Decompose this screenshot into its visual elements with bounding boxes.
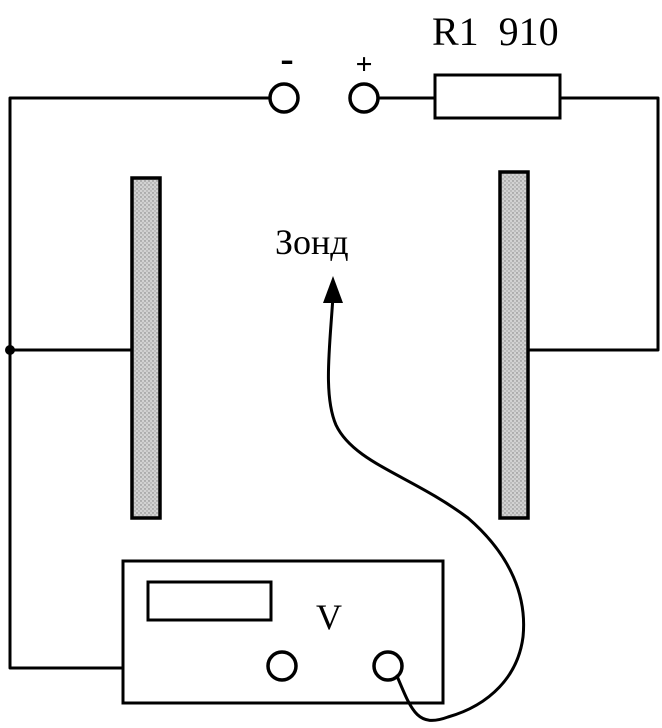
voltmeter-label: V: [316, 597, 342, 637]
minus-label: -: [280, 36, 293, 81]
probe-label: Зонд: [275, 222, 349, 262]
left-plate: [130, 176, 162, 520]
voltmeter-terminal-right: [372, 650, 404, 682]
resistor-label: R1 910: [432, 9, 559, 54]
right-plate: [498, 170, 530, 520]
terminal-plus: [348, 82, 380, 114]
voltmeter-display: [146, 580, 273, 622]
junction-dot: [5, 345, 15, 355]
voltmeter-terminal-left: [266, 650, 298, 682]
plus-label: +: [355, 48, 372, 81]
probe-arrowhead: [323, 276, 343, 303]
terminal-minus: [268, 82, 300, 114]
resistor-r1: [433, 73, 562, 120]
probe-wire: [326, 294, 526, 722]
wire-right-loop: [526, 96, 660, 352]
